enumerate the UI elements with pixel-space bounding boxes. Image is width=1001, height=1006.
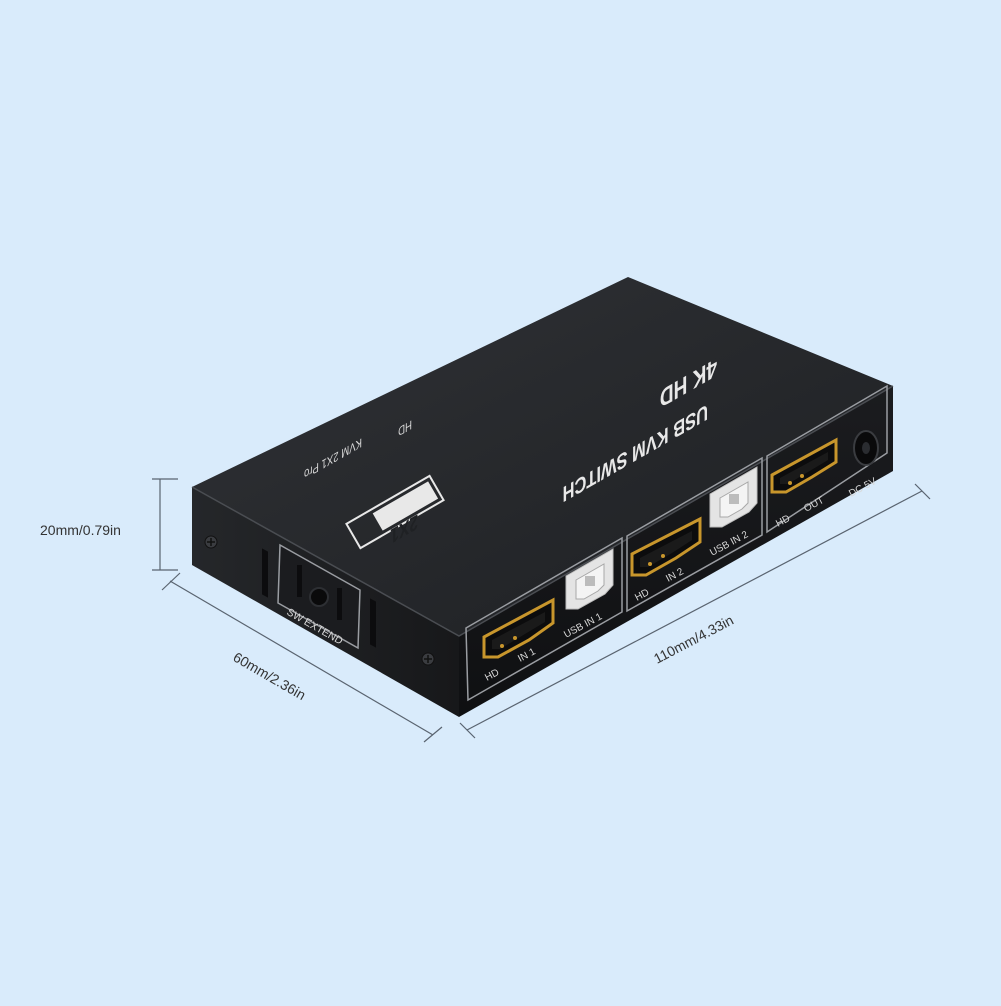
usb-in2-port[interactable] (709, 466, 758, 528)
front-port-frames (465, 384, 888, 702)
length-dimension-label: 110mm/4.33in (651, 612, 736, 667)
depth-dimension (161, 572, 443, 743)
sw-extend-slot-left (297, 565, 302, 597)
depth-dimension-label: 60mm/2.36in (231, 649, 309, 703)
usb-in1-port[interactable] (565, 548, 614, 610)
side-screw-top-icon (204, 535, 218, 549)
hdmi-in2-port[interactable] (630, 516, 702, 577)
hdmi-out-port[interactable] (770, 437, 838, 494)
dc-power-jack[interactable] (853, 430, 879, 466)
height-dimension-label: 20mm/0.79in (40, 522, 121, 538)
sw-extend-slot-right (337, 588, 342, 620)
sw-extend-button[interactable] (309, 587, 329, 607)
height-dimension (152, 478, 178, 571)
side-screw-bottom-icon (421, 652, 435, 666)
top-badge (345, 474, 445, 550)
device-edge-highlight (191, 385, 894, 637)
length-dimension (459, 483, 931, 739)
hdmi-in1-port[interactable] (482, 597, 555, 659)
device-top-face (192, 277, 893, 636)
side-vents (262, 548, 376, 648)
